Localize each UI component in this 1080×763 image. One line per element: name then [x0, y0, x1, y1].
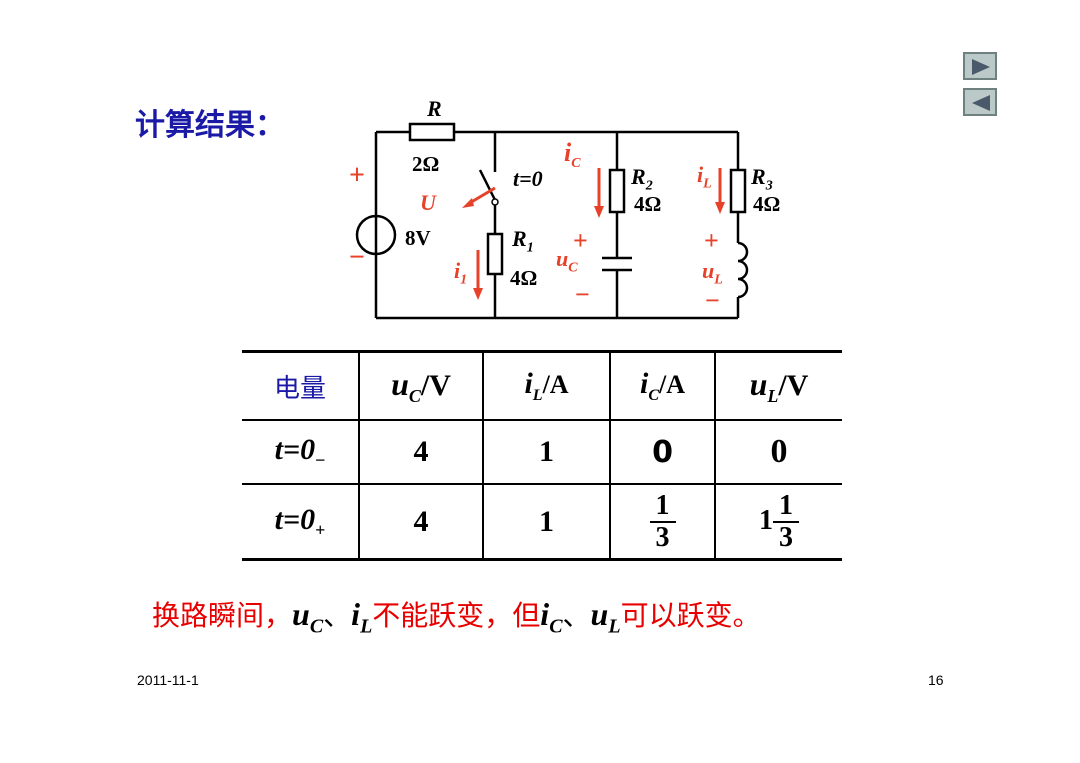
current-i1-label: i1	[454, 258, 468, 288]
header-uc: uC/V	[358, 350, 483, 420]
resistor-r1-value: 4Ω	[510, 266, 538, 290]
row2-label: t=0+	[242, 483, 359, 561]
table-header-row: 电量 uC/V iL/A iC/A uL/V	[242, 350, 842, 420]
row1-il: 1	[482, 419, 610, 484]
source-value: 8V	[405, 226, 431, 250]
circuit-diagram	[355, 122, 749, 320]
inductor-minus: −	[705, 286, 720, 315]
row1-ic: 0	[609, 419, 715, 484]
row1-uc: 4	[358, 419, 483, 484]
resistor-r2-label: R2	[631, 164, 653, 194]
source-plus: +	[349, 160, 365, 191]
next-slide-button[interactable]	[963, 52, 997, 80]
row1-label: t=0−	[242, 419, 359, 484]
voltage-ul-label: uL	[702, 258, 723, 288]
voltage-uc-label: uC	[556, 246, 578, 276]
row1-ul: 0	[714, 419, 842, 484]
header-ic: iC/A	[609, 350, 715, 420]
capacitor-minus: −	[575, 280, 590, 309]
triangle-right-icon	[972, 59, 990, 75]
footer-page-number: 16	[928, 672, 944, 688]
source-minus: −	[349, 242, 365, 273]
inductor-plus: +	[704, 226, 719, 255]
source-u-label: U	[420, 190, 436, 215]
header-ul: uL/V	[714, 350, 842, 420]
current-ic-label: iC	[564, 138, 581, 172]
resistor-r3-label: R3	[751, 164, 773, 194]
current-il-label: iL	[697, 162, 712, 192]
conclusion-text: 换路瞬间，uC、iL不能跃变，但iC、uL可以跃变。	[152, 596, 761, 638]
footer-date: 2011-11-1	[137, 672, 199, 688]
slide-title: 计算结果：	[135, 108, 285, 143]
header-quantity: 电量	[242, 350, 359, 420]
prev-slide-button[interactable]	[963, 88, 997, 116]
table-row: t=0− 4 1 0 0	[242, 419, 842, 484]
row2-il: 1	[482, 483, 610, 561]
row2-uc: 4	[358, 483, 483, 561]
resistor-r2-value: 4Ω	[634, 192, 662, 216]
results-table: 电量 uC/V iL/A iC/A uL/V t=0− 4 1 0 0 t=0+…	[242, 350, 842, 561]
header-il: iL/A	[482, 350, 610, 420]
resistor-r1-label: R1	[512, 226, 534, 256]
switch-label: t=0	[513, 166, 543, 191]
capacitor-plus: +	[573, 226, 588, 255]
resistor-r-label: R	[427, 96, 442, 121]
resistor-r3-value: 4Ω	[753, 192, 781, 216]
resistor-r-value: 2Ω	[412, 152, 440, 176]
triangle-left-icon	[972, 95, 990, 111]
